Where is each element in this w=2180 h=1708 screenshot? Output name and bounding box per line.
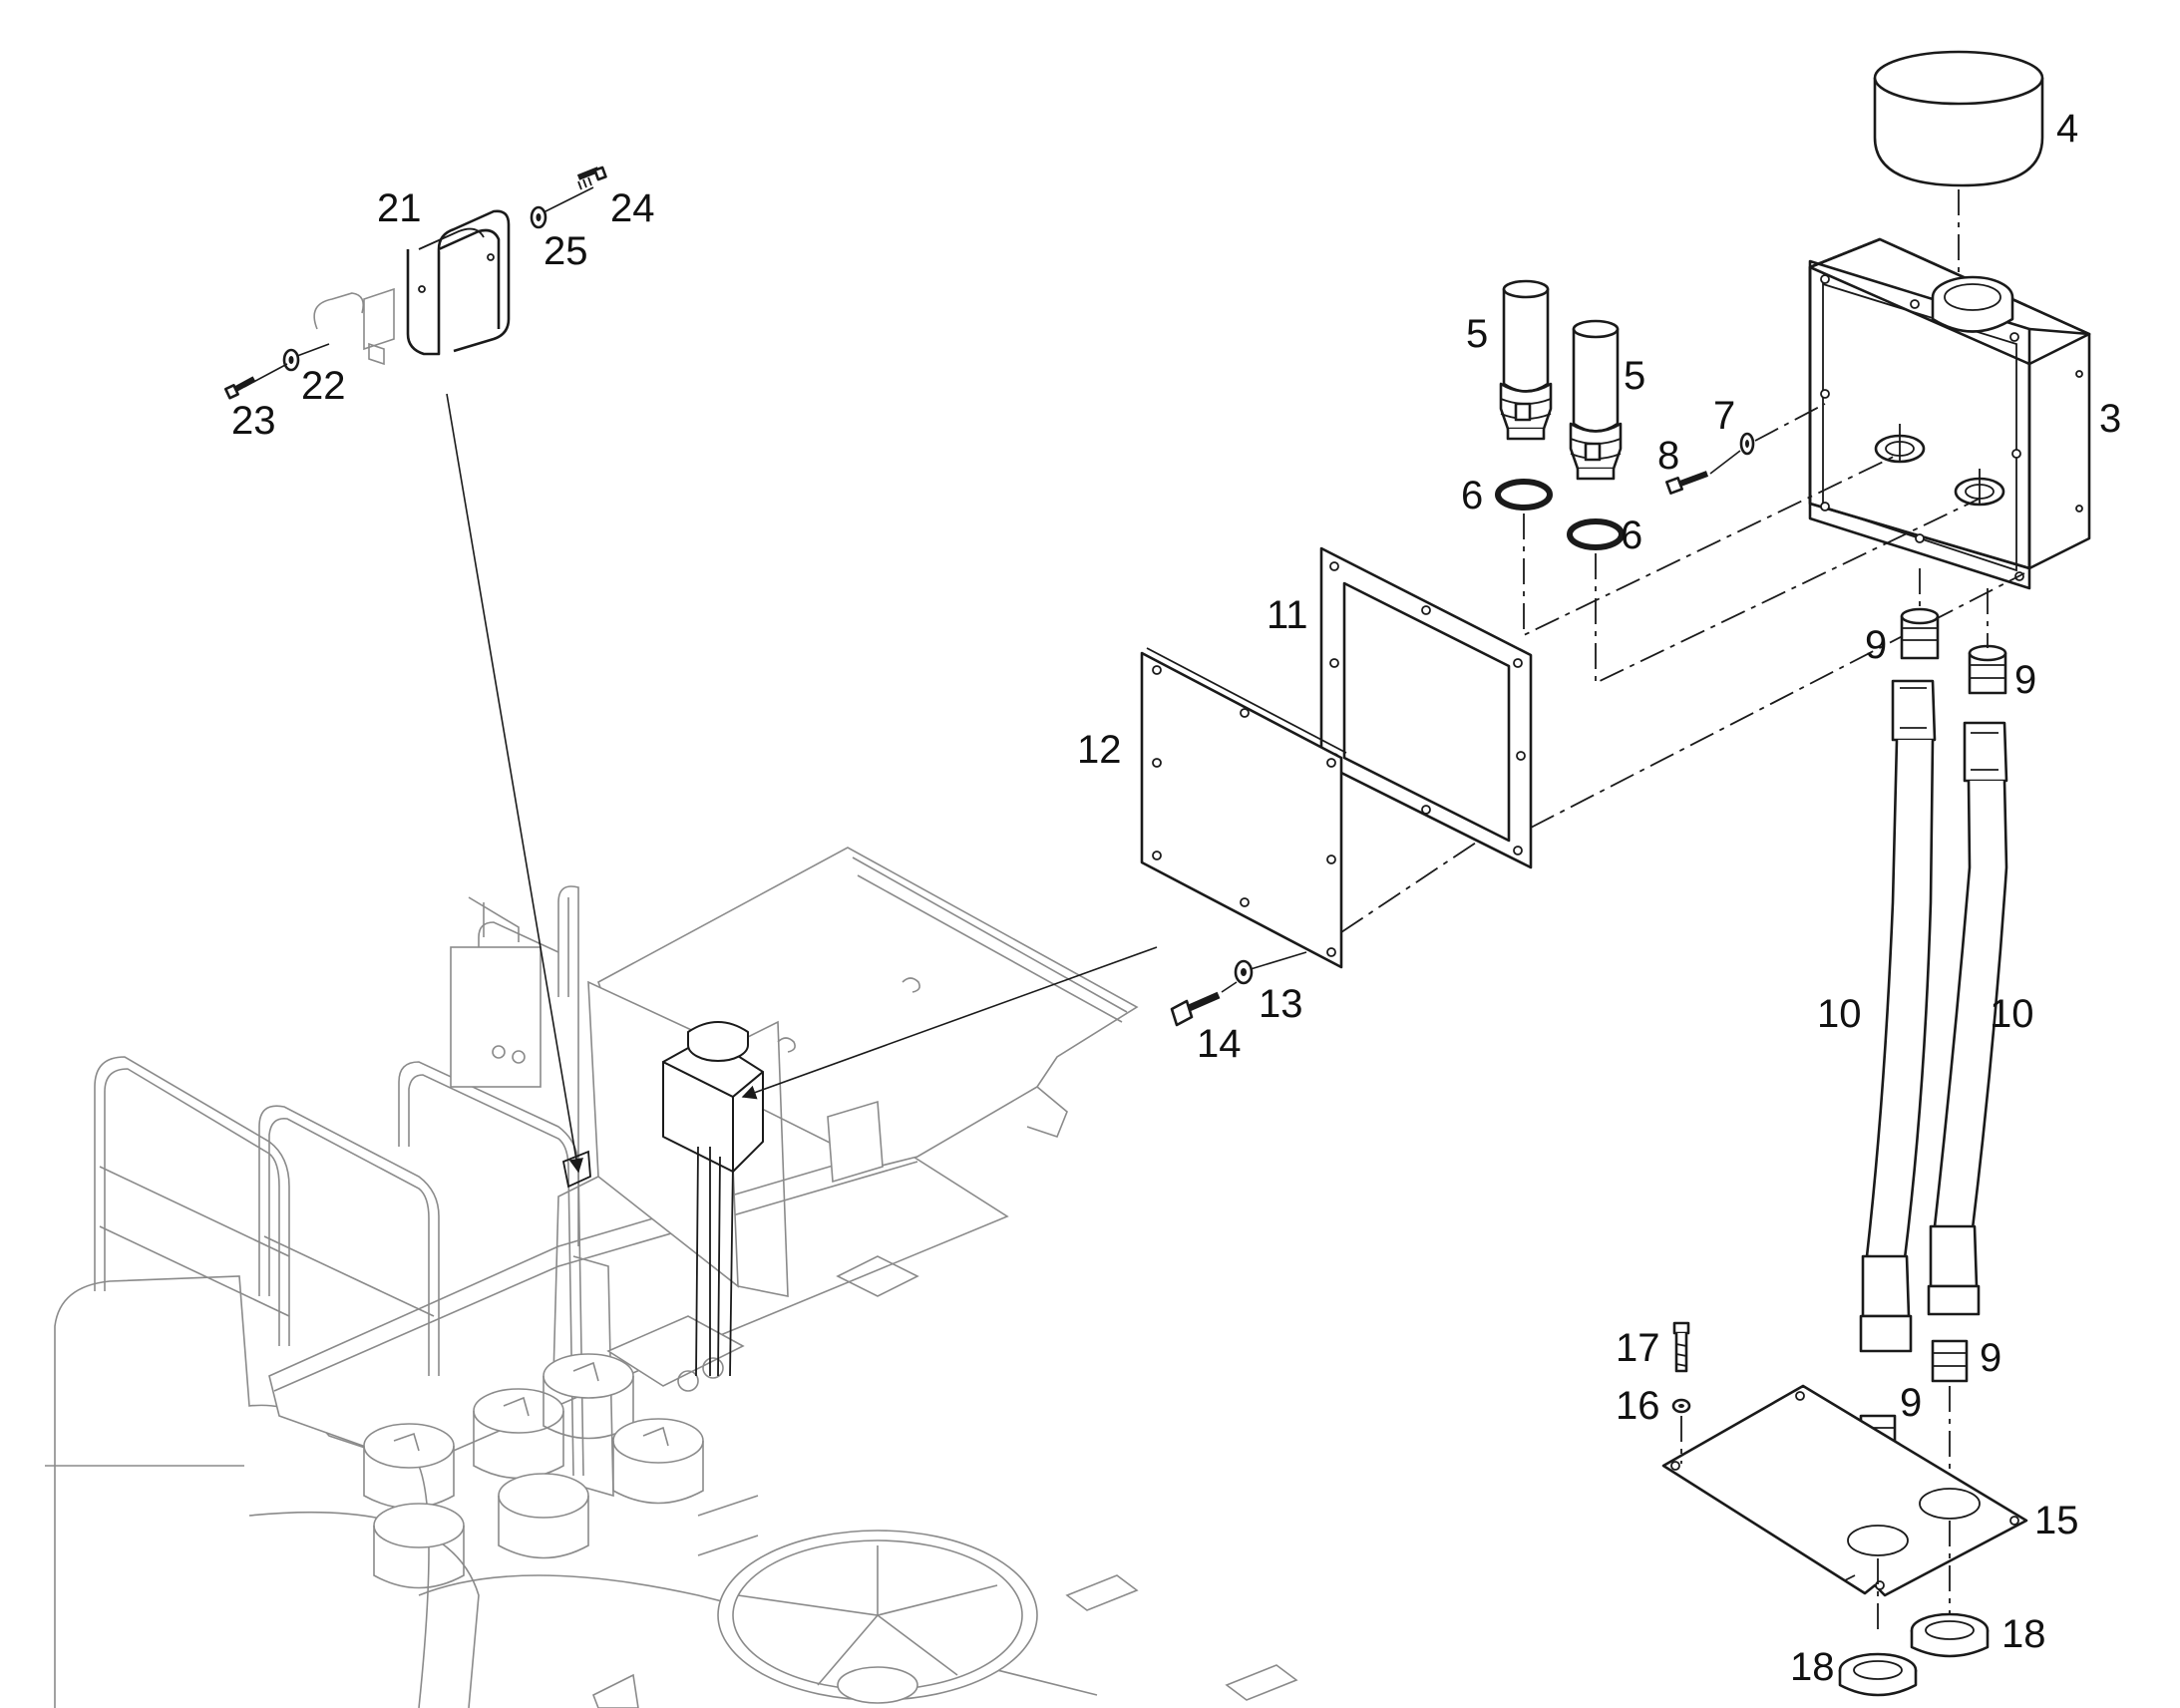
grommet-part-18-left [1838,1652,1918,1697]
tank-port-5 [612,1418,704,1505]
callout-18a: 18 [1790,1645,1835,1689]
callout-10a: 10 [1817,992,1862,1036]
callout-12: 12 [1077,728,1122,772]
installed-box [662,1021,764,1377]
callout-25: 25 [544,229,588,273]
washer-part-7 [1739,432,1755,456]
cap-part-4 [1873,50,2044,187]
tank-port-3 [543,1353,634,1440]
bolt-part-14 [1170,991,1221,1027]
o-ring-part-6-left [1495,479,1553,511]
hose-part-10-left [1859,679,1937,1353]
callout-11: 11 [1267,593,1308,637]
u-bracket-part-21 [406,209,511,356]
callout-8: 8 [1657,434,1679,478]
callout-23: 23 [231,399,276,443]
callout-9c: 9 [1980,1336,2001,1380]
clip-part [313,287,395,366]
o-ring-part-6-right [1567,518,1625,550]
callout-5b: 5 [1624,354,1645,398]
callout-24: 24 [610,186,655,230]
callout-15: 15 [2034,1499,2079,1542]
washer-part-22 [282,348,300,372]
fitting-part-9-bottom-right [1931,1339,1969,1383]
callout-9a: 9 [1865,623,1887,667]
callout-labels: 3 4 5 5 6 6 7 8 9 9 9 9 10 10 11 12 13 1… [231,107,2121,1689]
callout-18b: 18 [2001,1612,2046,1656]
tank-port-1 [363,1423,455,1510]
tank-port-4 [498,1473,589,1559]
gasket-part-11 [1319,546,1533,869]
callout-7: 7 [1713,394,1735,438]
cover-part-12 [1140,647,1347,969]
callout-21: 21 [377,186,422,230]
callout-10b: 10 [1990,992,2034,1036]
callout-14: 14 [1197,1022,1242,1066]
callout-9d: 9 [1900,1381,1922,1425]
bracket-assembly [223,166,607,400]
callout-6b: 6 [1621,513,1642,557]
hose-part-10-right [1927,721,2008,1316]
fitting-part-9-top-left [1900,607,1940,660]
callout-13: 13 [1259,982,1303,1026]
callout-6a: 6 [1461,474,1483,517]
screw-part-8 [1665,471,1709,495]
callout-3: 3 [2099,397,2121,441]
base-plate-part-15 [1661,1384,2028,1597]
sensor-part-5-left [1499,279,1553,441]
bolt-part-17 [1672,1321,1690,1373]
washer-part-13 [1234,959,1254,985]
screw-part-23 [223,376,256,400]
callout-9b: 9 [2014,658,2036,702]
grommet-part-18-right [1910,1612,1990,1658]
washer-part-16 [1671,1398,1691,1414]
screw-part-24 [576,166,607,190]
callout-22: 22 [301,364,346,408]
fitting-part-9-top-right [1968,644,2007,695]
sensor-part-5-right [1569,319,1623,481]
tank-port-6 [373,1503,465,1589]
callout-5a: 5 [1466,312,1488,356]
machine-overview [45,847,1298,1708]
callout-17: 17 [1616,1326,1660,1370]
housing-part-3 [1808,237,2091,590]
washer-part-25 [530,205,547,229]
callout-4: 4 [2056,107,2078,151]
callout-16: 16 [1616,1384,1660,1428]
